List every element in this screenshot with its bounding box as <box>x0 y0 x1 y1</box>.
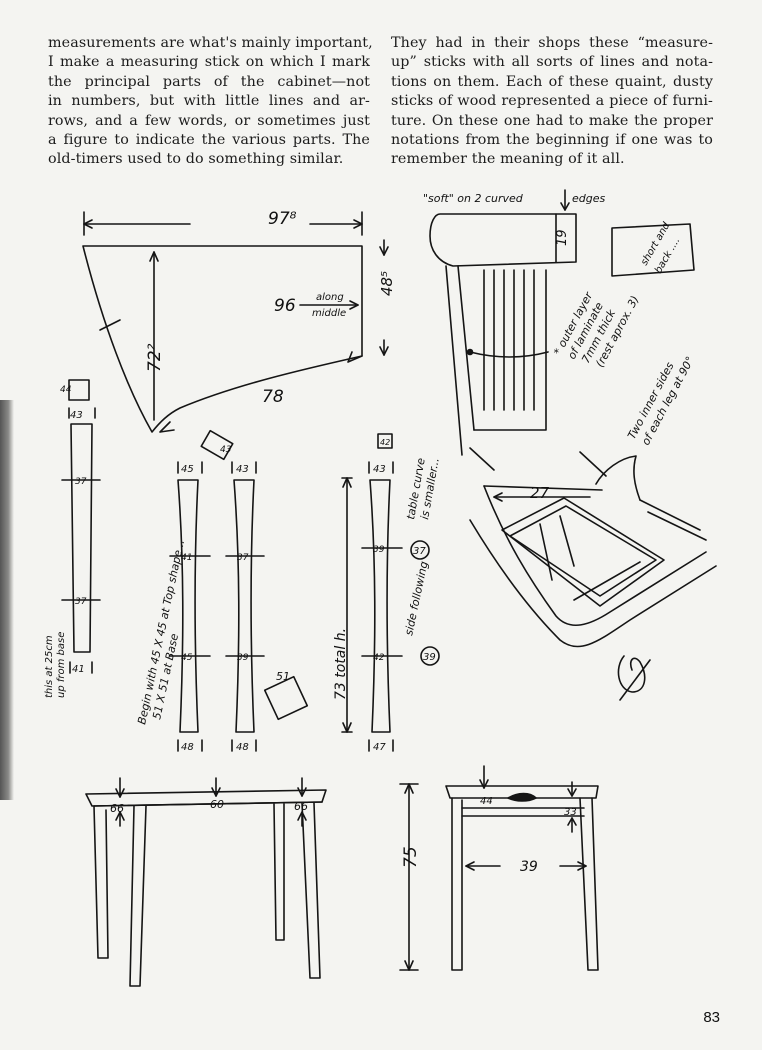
text-line: rows, and a few words, or sometimes just <box>48 112 370 129</box>
front-right-label: 66 <box>294 800 308 813</box>
height-label: 19 <box>555 229 570 246</box>
side-following-note: side following <box>402 560 430 637</box>
stick-label: 42 <box>380 438 390 447</box>
stick-label: 41 <box>72 664 85 675</box>
far-left-note: up from base <box>56 632 67 698</box>
page-number: 83 <box>703 1009 720 1026</box>
stick-label: 43 <box>70 410 83 421</box>
apron-label: 44 <box>480 796 493 807</box>
circle-label: 39 <box>423 652 436 663</box>
stick-label: 39 <box>373 545 385 555</box>
corner-dimension: 27 <box>530 484 550 502</box>
stick-label: 48 <box>181 742 194 753</box>
table-top-sketch: 97⁸ 72² 96 along middle 48⁵ 78 <box>82 209 396 433</box>
side-depth-label: 39 <box>520 859 538 875</box>
edges-label: edges <box>572 192 606 205</box>
text-line: old-timers used to do something similar. <box>48 151 344 168</box>
text-line: measurements are what's mainly important… <box>48 35 373 51</box>
circle-label: 37 <box>413 546 426 557</box>
along-label: along <box>316 292 344 303</box>
stick-label: 44 <box>60 385 72 395</box>
stick-label: 45 <box>181 653 193 663</box>
top-depth-label: 72² <box>145 343 165 372</box>
text-line: tions on them. Each of these quaint, dus… <box>391 73 713 90</box>
text-line: the principal parts of the cabinet—not <box>48 73 370 90</box>
stick-label: 48 <box>236 742 249 753</box>
binding-shadow <box>0 400 14 800</box>
text-line: a figure to indicate the various parts. … <box>48 132 370 149</box>
right-edge-label: 48⁵ <box>378 271 396 296</box>
stick-label: 42 <box>373 653 385 663</box>
tilted-square: 51 <box>263 670 309 721</box>
stick-label: 39 <box>237 653 249 663</box>
leg-stick-far-left: 44 43 37 37 41 this at 25cm up from base <box>44 379 101 698</box>
curve-label: 78 <box>262 387 284 407</box>
stick-label: 37 <box>237 553 249 563</box>
text-line: notations from the beginning if one was … <box>391 132 713 149</box>
middle-label: middle <box>312 308 346 319</box>
square-label: 43 <box>220 445 232 455</box>
text-line: sticks of wood represented a piece of fu… <box>391 93 713 110</box>
soft-note: "soft" on 2 curved <box>423 192 524 205</box>
top-width-label: 97⁸ <box>268 209 297 229</box>
side-view: 75 44 33 39 <box>399 765 599 971</box>
leg-stick-b: 43 37 39 48 <box>225 461 265 753</box>
total-height: 73 total h. <box>333 477 353 733</box>
text-column-left: measurements are what's mainly important… <box>48 34 373 170</box>
stick-label: 37 <box>75 597 87 607</box>
front-middle-label: 60 <box>210 798 224 811</box>
text-line: in numbers, but with little lines and ar… <box>48 93 370 110</box>
stick-label: 45 <box>181 464 194 475</box>
leg-stick-a: 45 41 45 48 <box>169 461 211 753</box>
stick-label: 41 <box>181 553 192 563</box>
text-line: remember the meaning of it all. <box>391 151 625 168</box>
stick-label: 43 <box>236 464 249 475</box>
far-left-note: this at 25cm <box>44 635 55 698</box>
side-right-label: 33 <box>564 807 577 818</box>
stick-label: 43 <box>373 464 386 475</box>
begin-note: Begin with 45 X 45 at Top shape... 51 X … <box>135 539 187 726</box>
stick-label: 37 <box>75 477 87 487</box>
along-middle-value: 96 <box>274 296 296 316</box>
front-view: 66 60 66 <box>85 777 327 987</box>
text-line: They had in their shops these “measure- <box>391 35 713 51</box>
text-line: ture. On these one had to make the prope… <box>391 112 713 129</box>
text-column-right: They had in their shops these “measure- … <box>391 34 713 170</box>
small-square: 43 <box>200 429 234 461</box>
corner-sketch: "soft" on 2 curved edges 19 short and ba… <box>423 189 717 701</box>
total-height-label: 73 total h. <box>333 628 349 700</box>
front-left-label: 66 <box>110 802 124 815</box>
side-height-label: 75 <box>401 846 421 868</box>
text-line: I make a measuring stick on which I mark <box>48 54 370 71</box>
leg-stick-c: 42 43 39 42 47 37 39 table curve is smal… <box>361 433 442 753</box>
square-label: 51 <box>276 670 290 683</box>
stick-label: 47 <box>373 742 386 753</box>
text-line: up” sticks with all sorts of lines and n… <box>391 54 713 71</box>
